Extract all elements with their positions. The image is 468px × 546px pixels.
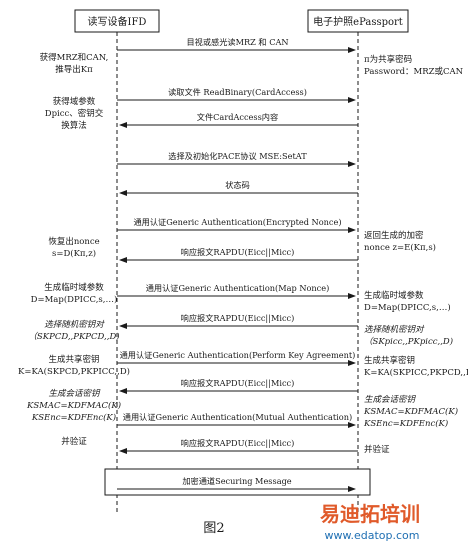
note-line: 生成共享密钥: [364, 355, 415, 366]
message-label: 响应报文RAPDU(Eicc||Micc): [181, 438, 295, 448]
participant-epassport-label: 电子护照ePassport: [313, 15, 403, 28]
note-line: KSMAC=KDFMAC(K): [363, 406, 458, 417]
note-line: 生成会话密钥: [48, 388, 101, 399]
message-label: 选择及初始化PACE协议 MSE:SetAT: [168, 151, 307, 161]
note-line: 并验证: [61, 436, 87, 447]
note-line: 并验证: [364, 444, 390, 455]
note-line: D=Map(DPICC,s,…): [364, 302, 451, 313]
note-line: KSMAC=KDFMAC(K): [26, 400, 121, 411]
watermark-brand: 易迪拓培训: [320, 502, 420, 526]
watermark-url: www.edatop.com: [325, 529, 420, 542]
note-line: D=Map(DPICC,s,…): [31, 294, 118, 305]
note-line: 生成临时域参数: [44, 282, 104, 293]
note-line: 返回生成的加密: [364, 230, 424, 241]
message-label: 通用认证Generic Authentication(Map Nonce): [146, 283, 330, 293]
figure-caption: 图2: [203, 521, 224, 536]
note-line: Dpicc、密钥交: [45, 108, 104, 119]
ifd-notes: 获得MRZ和CAN,推导出Kπ 获得域参数Dpicc、密钥交换算法恢复出nonce…: [18, 52, 130, 447]
note-line: 生成临时域参数: [364, 290, 424, 301]
message-label: 响应报文RAPDU(Eicc||Micc): [181, 313, 295, 323]
note-line: Password：MRZ或CAN: [364, 66, 464, 77]
note-line: 恢复出nonce: [48, 236, 99, 247]
note-line: KSEnc=KDFEnc(K): [363, 418, 448, 429]
participant-ifd-label: 读写设备IFD: [88, 15, 147, 28]
message-label: 通用认证Generic Authentication(Encrypted Non…: [133, 217, 341, 227]
note-line: 选择随机密钥对: [44, 319, 105, 330]
message-label: 读取文件 ReadBinary(CardAccess): [168, 87, 307, 97]
note-line: π为共享密码: [364, 54, 412, 65]
note-line: 推导出Kπ: [55, 64, 93, 75]
note-line: K=KA(SKPICC,PKPCD,,D): [364, 367, 468, 378]
message-label: 状态码: [225, 180, 250, 190]
secure-channel-label: 加密通道Securing Message: [182, 476, 291, 486]
note-line: KSEnc=KDFEnc(K): [31, 412, 116, 423]
message-label: 响应报文RAPDU(Eicc||Micc): [181, 378, 295, 388]
note-line: 获得MRZ和CAN,: [40, 52, 109, 63]
note-line: （SKPCD,,PKPCD,,D): [28, 331, 119, 342]
message-list: 目视或感光读MRZ 和 CAN 读取文件 ReadBinary(CardAcces…: [117, 37, 358, 454]
note-line: K=KA(SKPCD,PKPICC,,D): [18, 366, 130, 377]
message-label: 文件CardAccess内容: [197, 112, 278, 122]
message-label: 通用认证Generic Authentication(Perform Key A…: [120, 350, 356, 360]
message-label: 响应报文RAPDU(Eicc||Micc): [181, 247, 295, 257]
note-line: 生成会话密钥: [364, 394, 417, 405]
note-line: 生成共享密钥: [48, 354, 99, 365]
watermark: 易迪拓培训 www.edatop.com: [320, 502, 420, 542]
participant-ifd: 读写设备IFD: [74, 9, 160, 33]
message-label: 目视或感光读MRZ 和 CAN: [186, 37, 288, 47]
note-line: （SKpicc,,PKpicc,,D): [364, 336, 453, 347]
note-line: s=D(Kπ,z): [52, 248, 96, 259]
participant-epassport: 电子护照ePassport: [307, 9, 409, 33]
message-label: 通用认证Generic Authentication(Mutual Authen…: [123, 412, 352, 422]
note-line: 换算法: [61, 120, 87, 131]
secure-channel-box: 加密通道Securing Message: [104, 468, 371, 496]
note-line: 选择随机密钥对: [364, 324, 425, 335]
note-line: nonce z=E(Kπ,s): [364, 242, 436, 253]
note-line: 获得域参数: [53, 96, 96, 107]
